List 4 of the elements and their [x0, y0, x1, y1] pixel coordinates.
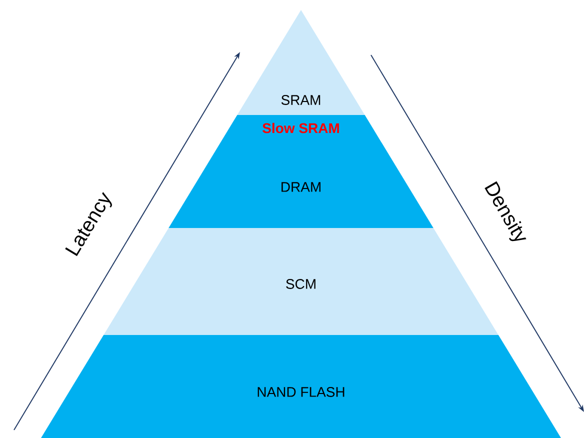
pyramid-band: NAND FLASH	[41, 335, 561, 438]
pyramid-band: SRAM	[237, 10, 365, 115]
pyramid-band: Slow SRAM DRAM	[168, 115, 434, 228]
pyramid-band: SCM	[104, 228, 498, 335]
